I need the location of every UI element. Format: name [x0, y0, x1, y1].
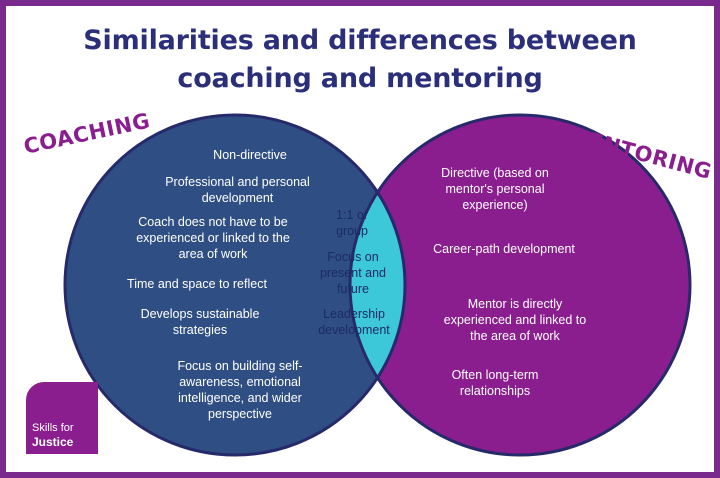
mentoring-item: Often long-term relationships	[451, 368, 539, 398]
overlap-item: 1:1 or group	[336, 208, 368, 238]
coaching-circle-outline	[63, 113, 407, 457]
coaching-item: Coach does not have to be experienced or…	[136, 215, 290, 261]
coaching-item: Non-directive	[213, 148, 287, 162]
coaching-item: Focus on building self-awareness, emotio…	[177, 359, 303, 421]
mentoring-item: Mentor is directly experienced and linke…	[443, 297, 587, 343]
logo-text-line-1: Skills for	[32, 422, 74, 434]
skills-for-justice-logo: Skills for Justice	[26, 382, 98, 454]
mentoring-circle	[350, 115, 690, 455]
overlap-item: Leadership development	[318, 307, 390, 337]
mentoring-item: Career-path development	[433, 242, 575, 256]
overlap-item: Focus on present and future	[319, 250, 387, 296]
coaching-item: Time and space to reflect	[127, 277, 267, 291]
coaching-item: Professional and personal development	[165, 175, 310, 205]
mentoring-item: Directive (based on mentor's personal ex…	[441, 166, 549, 212]
diagram-title: Similarities and differences between coa…	[0, 22, 720, 98]
coaching-circle	[65, 115, 405, 455]
title-line-2: coaching and mentoring	[177, 63, 543, 94]
mentoring-circle-outline	[348, 113, 692, 457]
logo-text-line-2: Justice	[32, 435, 74, 449]
coaching-item: Develops sustainable strategies	[140, 307, 260, 337]
title-line-1: Similarities and differences between	[83, 25, 637, 56]
